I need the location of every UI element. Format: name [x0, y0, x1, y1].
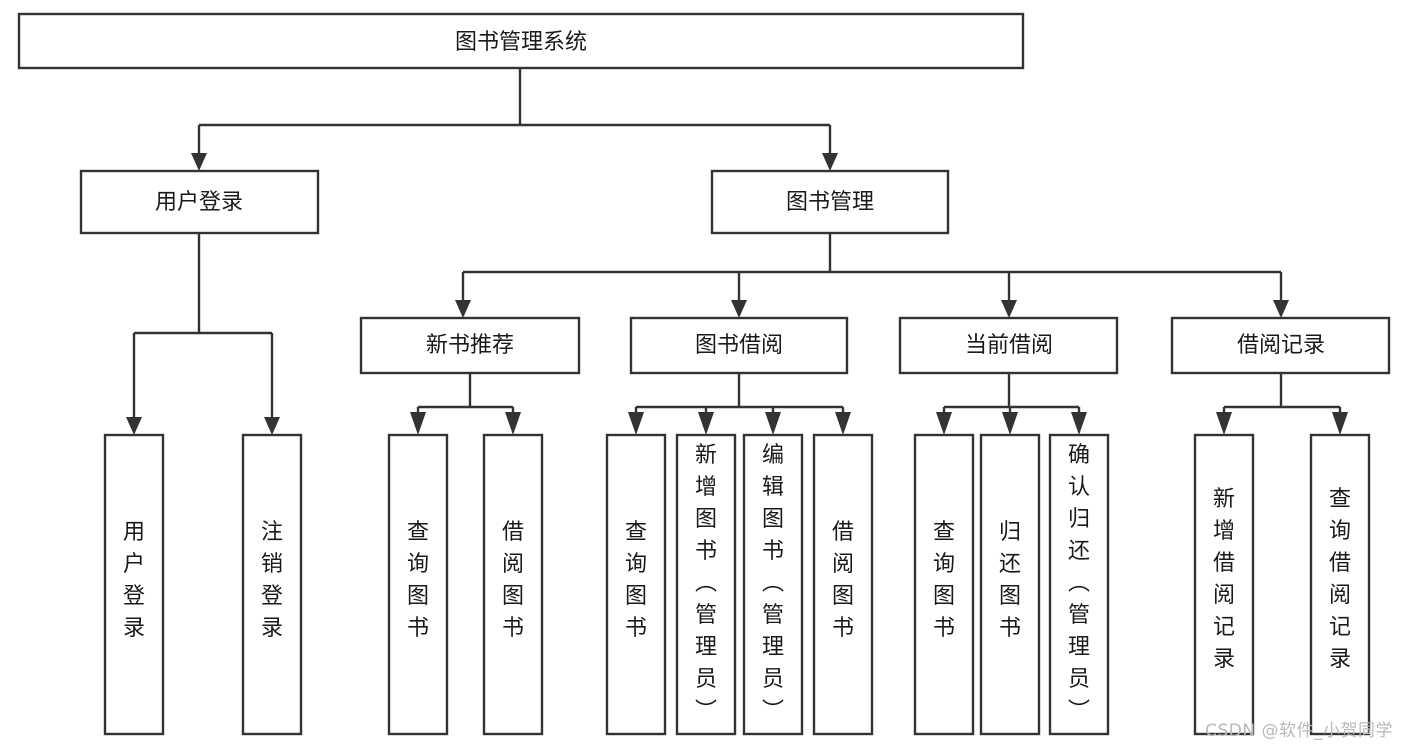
leaf-borrow-edit-book-label: 编辑图书︵管理员︶ — [762, 443, 784, 724]
arrow-head-root-to-book-mgmt — [822, 153, 838, 171]
arrow-head-new-books-child-2 — [505, 412, 521, 435]
leaf-new-books-query-label: 查询图书 — [407, 520, 429, 641]
arrow-head-root-to-user-login — [191, 153, 207, 171]
leaf-current-return-label: 归还图书 — [999, 520, 1021, 641]
arrow-head-new-books-child-1 — [410, 412, 426, 435]
leaf-current-confirm-return[interactable]: 确认归还︵管理员︶ — [1048, 433, 1110, 736]
arrow-head-current-child-1 — [936, 412, 952, 435]
leaf-new-books-borrow-label: 借阅图书 — [502, 520, 524, 641]
leaf-new-books-borrow[interactable]: 借阅图书 — [482, 433, 544, 736]
leaf-current-query-box[interactable] — [913, 433, 975, 736]
arrow-head-user-login-child-1 — [126, 417, 142, 435]
leaf-user-login-label: 用户登录 — [123, 520, 145, 641]
node-book-borrow-box[interactable] — [629, 316, 849, 375]
leaf-records-query-label: 查询借阅记录 — [1329, 487, 1351, 672]
node-borrow-records[interactable]: 借阅记录 — [1170, 316, 1391, 375]
node-new-book-recommend-label: 新书推荐 — [426, 333, 514, 358]
leaf-borrow-edit-book[interactable]: 编辑图书︵管理员︶ — [742, 433, 804, 736]
leaf-borrow-book-box[interactable] — [812, 433, 874, 736]
leaf-borrow-add-book-box[interactable] — [675, 433, 737, 736]
leaf-borrow-add-book[interactable]: 新增图书︵管理员︶ — [675, 433, 737, 736]
arrow-head-book-mgmt-borrow — [731, 300, 747, 318]
leaf-records-add-label: 新增借阅记录 — [1213, 487, 1235, 672]
node-user-login-box[interactable] — [79, 169, 320, 235]
node-current-borrow[interactable]: 当前借阅 — [898, 316, 1119, 375]
node-borrow-records-label: 借阅记录 — [1237, 333, 1325, 358]
node-book-management-box[interactable] — [710, 169, 950, 235]
arrow-head-current-child-2 — [1002, 412, 1018, 435]
leaf-borrow-edit-book-box[interactable] — [742, 433, 804, 736]
node-book-management[interactable]: 图书管理 — [710, 169, 950, 235]
leaf-records-add[interactable]: 新增借阅记录 — [1193, 433, 1255, 736]
leaf-borrow-query-box[interactable] — [605, 433, 667, 736]
leaf-records-query[interactable]: 查询借阅记录 — [1309, 433, 1371, 736]
leaf-borrow-query-label: 查询图书 — [625, 520, 647, 641]
arrow-head-current-child-3 — [1071, 412, 1087, 435]
leaf-current-return[interactable]: 归还图书 — [979, 433, 1041, 736]
leaf-user-login[interactable]: 用户登录 — [103, 433, 165, 736]
leaf-borrow-book[interactable]: 借阅图书 — [812, 433, 874, 736]
leaf-current-query[interactable]: 查询图书 — [913, 433, 975, 736]
node-borrow-records-box[interactable] — [1170, 316, 1391, 375]
arrow-head-user-login-child-2 — [264, 417, 280, 435]
arrow-head-book-mgmt-new-books — [455, 300, 471, 318]
arrow-head-borrow-child-1 — [628, 412, 644, 435]
node-root-system-box[interactable] — [17, 12, 1025, 70]
leaf-current-query-label: 查询图书 — [933, 520, 955, 641]
leaf-logout-box[interactable] — [241, 433, 303, 736]
leaf-records-query-box[interactable] — [1309, 433, 1371, 736]
arrow-head-borrow-child-4 — [835, 412, 851, 435]
node-current-borrow-box[interactable] — [898, 316, 1119, 375]
node-root-system[interactable]: 图书管理系统 — [17, 12, 1025, 70]
arrow-head-borrow-child-3 — [765, 412, 781, 435]
arrow-head-records-child-2 — [1332, 412, 1348, 435]
node-user-login[interactable]: 用户登录 — [79, 169, 320, 235]
node-root-system-label: 图书管理系统 — [455, 30, 587, 55]
node-new-book-recommend[interactable]: 新书推荐 — [359, 316, 581, 375]
arrow-head-book-mgmt-records — [1273, 300, 1289, 318]
node-book-borrow-label: 图书借阅 — [695, 333, 783, 358]
leaf-current-confirm-return-label: 确认归还︵管理员︶ — [1068, 443, 1090, 724]
arrow-head-borrow-child-2 — [698, 412, 714, 435]
arrow-head-book-mgmt-current — [1001, 300, 1017, 318]
arrow-head-records-child-1 — [1216, 412, 1232, 435]
leaf-current-confirm-return-box[interactable] — [1048, 433, 1110, 736]
leaf-new-books-query[interactable]: 查询图书 — [387, 433, 449, 736]
node-book-borrow[interactable]: 图书借阅 — [629, 316, 849, 375]
node-current-borrow-label: 当前借阅 — [965, 333, 1053, 358]
leaf-borrow-book-label: 借阅图书 — [832, 520, 854, 641]
leaf-borrow-add-book-label: 新增图书︵管理员︶ — [695, 443, 717, 724]
leaf-logout-label: 注销登录 — [261, 520, 283, 641]
node-new-book-recommend-box[interactable] — [359, 316, 581, 375]
leaf-records-add-box[interactable] — [1193, 433, 1255, 736]
node-user-login-label: 用户登录 — [155, 190, 243, 215]
connector-layer — [126, 68, 1348, 435]
node-book-management-label: 图书管理 — [786, 190, 874, 215]
leaf-user-login-box[interactable] — [103, 433, 165, 736]
leaf-borrow-query[interactable]: 查询图书 — [605, 433, 667, 736]
leaf-new-books-borrow-box[interactable] — [482, 433, 544, 736]
leaf-current-return-box[interactable] — [979, 433, 1041, 736]
leaf-logout[interactable]: 注销登录 — [241, 433, 303, 736]
leaf-new-books-query-box[interactable] — [387, 433, 449, 736]
